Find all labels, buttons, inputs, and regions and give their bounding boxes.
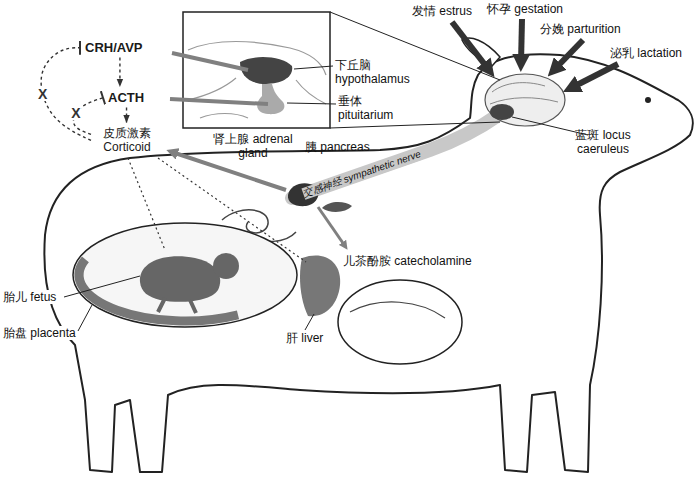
hormone-name: CRH/AVP xyxy=(85,40,143,56)
anatomy-label: 胎盘 placenta xyxy=(3,326,76,340)
anatomy-label: 下丘脑 hypothalamus xyxy=(335,58,417,86)
hormone-arrow xyxy=(126,108,127,123)
fetus-body xyxy=(140,256,220,302)
stimulus-arrow xyxy=(521,19,522,63)
fetus-legs xyxy=(158,298,196,313)
leader-line xyxy=(64,66,588,331)
hormone-name: ACTH xyxy=(108,90,144,106)
inhibition-mark: X xyxy=(70,106,81,120)
hormone-source-arrow xyxy=(170,53,286,190)
anatomy-label: 垂体 pituitarium xyxy=(338,94,410,122)
hormone-name: 皮质激素 Corticoid xyxy=(94,126,160,155)
anatomy-label: 蓝斑 locus caeruleus xyxy=(558,128,648,156)
anatomy-label: 交感神经 sympathetic nerve xyxy=(301,148,422,200)
zoom-line xyxy=(330,12,500,128)
anatomy-label: 泌乳 lactation xyxy=(610,46,682,60)
hormone-node: 皮质激素 Corticoid xyxy=(94,126,160,155)
cerebellum xyxy=(490,104,514,120)
brain xyxy=(485,74,565,126)
stimulus-arrow xyxy=(554,40,583,70)
brain-folds xyxy=(490,83,558,104)
rumen-fold xyxy=(350,302,445,318)
anatomy-label: 儿茶酚胺 catecholamine xyxy=(343,254,472,268)
anatomy-label: 分娩 parturition xyxy=(540,22,621,36)
hormone-arrow xyxy=(119,58,120,87)
pancreas xyxy=(322,202,352,212)
hormone-node: CRH/AVP xyxy=(85,40,143,56)
inhibition-mark: X xyxy=(37,87,48,101)
inset-brain-contour xyxy=(188,42,326,119)
anatomy-label: 肾上腺 adrenal gland xyxy=(212,132,294,160)
sheep-eye xyxy=(645,97,651,103)
inset-frame xyxy=(183,12,330,128)
catecholamine-arrow xyxy=(318,207,345,246)
rumen xyxy=(338,280,462,364)
corticoid-target-line xyxy=(128,158,306,262)
anatomy-label: 怀孕 gestation xyxy=(487,2,563,16)
hormone-node: ACTH xyxy=(108,90,144,106)
uterus xyxy=(73,223,297,327)
anatomy-label: 胎儿 fetus xyxy=(3,290,56,304)
stimulus-arrow xyxy=(571,64,618,88)
anatomy-label: 胰 pancreas xyxy=(305,140,370,154)
fetus-head xyxy=(213,253,239,279)
pituitary-region xyxy=(257,84,284,114)
stimulus-arrow xyxy=(452,22,489,70)
feedback-connector xyxy=(41,48,91,141)
liver xyxy=(300,256,340,317)
anatomy-label: 发情 estrus xyxy=(412,4,472,18)
sheep-body xyxy=(44,54,692,472)
anatomy-label: 肝 liver xyxy=(286,331,323,345)
